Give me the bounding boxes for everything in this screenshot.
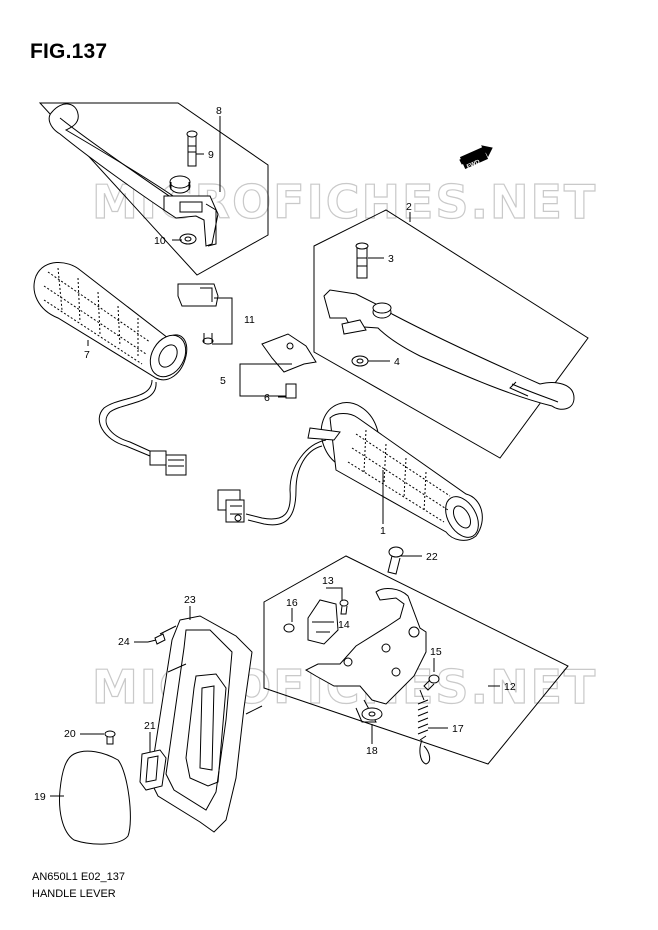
leader-cover-bracket: [245, 705, 263, 715]
callout-6: 6: [264, 392, 270, 404]
callout-18: 18: [366, 745, 378, 757]
switch-bracket-5: [261, 333, 317, 399]
cover-23: [149, 615, 253, 833]
callout-24: 24: [118, 636, 130, 648]
callout-21: 21: [144, 720, 156, 732]
grip-left: [33, 262, 188, 381]
lever-nut-4: [351, 355, 369, 367]
callout-23: 23: [184, 594, 196, 606]
callout-5: 5: [220, 375, 226, 387]
figure-title: FIG.137: [30, 40, 108, 63]
callout-17: 17: [452, 723, 464, 735]
callout-1: 1: [380, 525, 386, 537]
clutch-lever-left: [48, 103, 219, 247]
nut-16: [283, 623, 295, 633]
callout-8: 8: [216, 105, 222, 117]
model-code: AN650L1 E02_137: [32, 871, 125, 883]
callout-16: 16: [286, 597, 298, 609]
callout-bracket-11: [212, 297, 233, 345]
spring-17: [417, 689, 431, 765]
seal-21: [139, 749, 167, 791]
callout-7: 7: [84, 349, 90, 361]
screw-14: [339, 599, 349, 615]
callout-12: 12: [504, 681, 516, 693]
bolt-15: [423, 674, 440, 691]
callout-9: 9: [208, 149, 214, 161]
grip-right: [307, 402, 483, 541]
forward-arrow-icon: [459, 145, 493, 170]
callout-10: 10: [154, 235, 166, 247]
callout-19: 19: [34, 791, 46, 803]
figure-name: HANDLE LEVER: [32, 888, 116, 900]
callout-13: 13: [322, 575, 334, 587]
callout-3: 3: [388, 253, 394, 265]
switch-harness-left: [98, 379, 187, 476]
lever-left-group-frame: [38, 102, 269, 276]
callout-bracket-5: [239, 363, 292, 397]
callout-15: 15: [430, 646, 442, 658]
callout-bracket-13: [326, 587, 343, 600]
switch-11: [177, 283, 219, 345]
screw-24: [147, 633, 166, 645]
cover-19: [59, 750, 131, 845]
lever-nut-10: [179, 233, 197, 245]
callout-14: 14: [338, 619, 350, 631]
switch-13: [307, 599, 339, 645]
brake-lever-right: [323, 289, 575, 410]
callout-11: 11: [244, 314, 255, 326]
callout-2: 2: [406, 201, 412, 213]
switch-harness-right: [217, 439, 327, 526]
callout-20: 20: [64, 728, 76, 740]
bolt-22: [387, 546, 404, 575]
callout-4: 4: [394, 356, 400, 368]
pivot-bolt-9: [186, 130, 198, 167]
bracket-group-frame: [263, 555, 569, 765]
screw-20: [104, 730, 116, 745]
pivot-bolt-3: [355, 242, 369, 279]
fwd-label: FWD: [466, 159, 482, 170]
handle-bracket-12: [304, 588, 427, 723]
callout-22: 22: [426, 551, 438, 563]
